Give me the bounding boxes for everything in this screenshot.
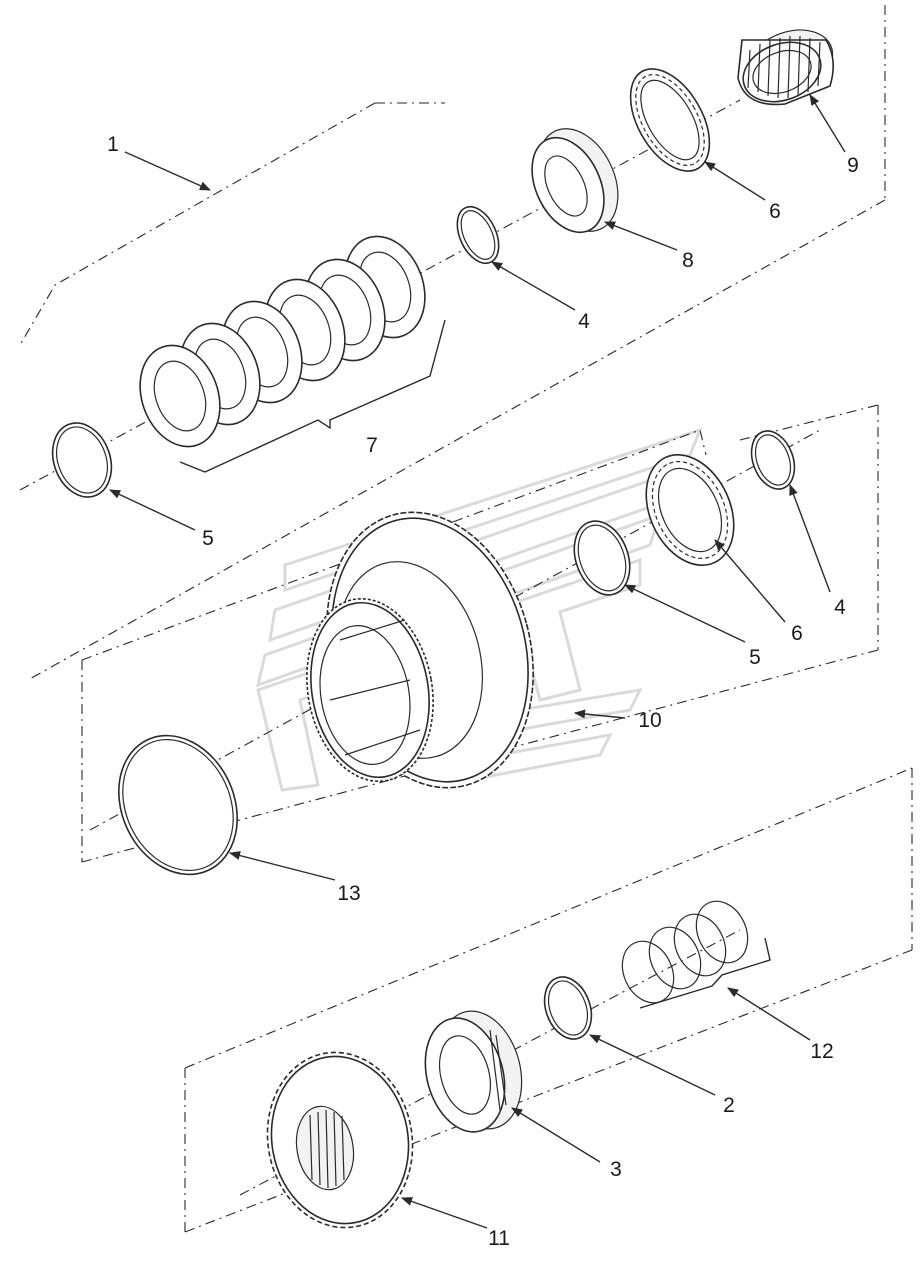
callout-5: 5 [749, 646, 761, 669]
callout-labels: 1 9 6 8 4 7 5 4 6 5 10 13 12 2 3 11 [107, 133, 859, 1250]
part-4-snap-ring-middle [750, 430, 796, 490]
part-5-snap-ring-top [51, 422, 113, 498]
callout-4: 4 [834, 596, 846, 619]
callout-13: 13 [337, 882, 360, 905]
callout-11: 11 [488, 1227, 510, 1250]
part-4-snap-ring-top [456, 205, 500, 265]
part-7-clutch-discs [139, 235, 446, 473]
part-8-thrust-washer [531, 128, 619, 234]
callout-12: 12 [810, 1040, 833, 1063]
callout-2: 2 [723, 1094, 735, 1117]
callout-3: 3 [610, 1158, 622, 1181]
assembly-envelopes [19, 5, 913, 1233]
callout-8: 8 [682, 249, 694, 272]
callout-7: 7 [366, 434, 378, 457]
part-3-bearing [424, 1010, 523, 1133]
callout-6: 6 [769, 200, 781, 223]
part-11-gear [266, 1051, 414, 1229]
callout-4: 4 [578, 310, 590, 333]
part-12-seal-rings [621, 900, 771, 1009]
part-6-thrust-bearing-top [629, 68, 711, 172]
callout-6: 6 [791, 622, 803, 645]
part-6-thrust-bearing-middle [645, 453, 735, 567]
part-13-seal-ring [118, 734, 238, 876]
part-9-needle-bearing [737, 29, 834, 106]
callout-10: 10 [638, 709, 661, 732]
callout-9: 9 [847, 154, 859, 177]
part-10-gear [306, 511, 534, 789]
leader-lines [108, 94, 846, 1229]
part-2-snap-ring [543, 976, 593, 1040]
callout-1: 1 [107, 133, 119, 156]
part-5-snap-ring-middle [573, 520, 631, 596]
callout-5: 5 [202, 527, 214, 550]
